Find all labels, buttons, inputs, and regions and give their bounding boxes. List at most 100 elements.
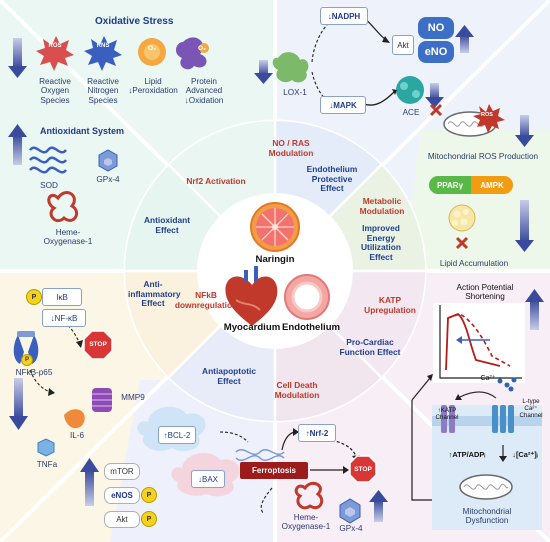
no-box: NO: [418, 17, 454, 39]
oxidative-stress-title: Oxidative Stress: [95, 16, 174, 27]
ros-label: Reactive Oxygen Species: [39, 77, 71, 105]
mito-dysfunction-label: Mitochondrial Dysfunction: [462, 507, 512, 526]
stop-sign-icon-apop: [349, 455, 377, 483]
bax-box: ↓BAX: [191, 470, 225, 488]
stop-text-apop: STOP: [354, 466, 372, 473]
tnfa-label: TNFa: [36, 460, 58, 469]
up-arrow-no: [455, 25, 474, 53]
katp-label: KATP Upregulation: [364, 295, 416, 315]
o2-badge-2: O₂: [198, 45, 206, 52]
ion-channel-area: [432, 405, 542, 530]
il6-label: IL-6: [69, 431, 85, 440]
enos-box: eNOS: [104, 487, 140, 504]
up-arrow-enos: [80, 458, 99, 506]
mtor-box: mTOR: [104, 463, 140, 480]
ikb-box: IκB: [42, 288, 82, 306]
down-arrow-oxidative: [8, 38, 27, 78]
antiapoptotic-label: Antiapoptotic Effect: [202, 366, 256, 386]
endothelium-protective-label: Endothelium Protective Effect: [306, 164, 358, 194]
heme-oxygenase-icon: [47, 191, 78, 223]
phospho-p-icon-akt: P: [141, 511, 157, 527]
ppar-box: PPARγ: [429, 176, 471, 194]
pro-cardiac-label: Pro-Cardiac Function Effect: [339, 337, 401, 357]
gpx4-label: GPx-4: [96, 175, 120, 184]
stop-text-inflam: STOP: [89, 341, 107, 348]
tnfa-icon: [37, 438, 55, 457]
rns-icon: [84, 36, 122, 71]
down-arrow-lipid: [515, 200, 534, 252]
antioxidant-effect-label: Antioxidant Effect: [143, 215, 191, 235]
sod-label: SOD: [40, 181, 58, 190]
no-ras-label: NO / RAS Modulation: [268, 138, 314, 158]
ampk-box: AMPK: [471, 176, 513, 194]
down-arrow-tnf: [9, 378, 28, 430]
stop-sign-icon-inflam: [83, 330, 113, 360]
ace-label: ACE: [402, 108, 420, 117]
ltype-channel-label: L-type Ca²⁺ Channel: [519, 398, 543, 420]
improved-energy-label: Improved Energy Utilization Effect: [360, 223, 401, 262]
action-potential-chart: [433, 303, 525, 383]
down-arrow-antioxidant-left: [8, 124, 27, 165]
down-arrow-lox: [254, 60, 273, 84]
ros-icon: [36, 36, 74, 71]
eno-box: eNO: [418, 41, 454, 63]
rns-badge: RNS: [96, 43, 110, 49]
ros-badge: ROS: [48, 43, 62, 49]
dashed-arrow-nadph: [311, 17, 337, 63]
atp-adp-label: ↑ATP/ADPᵢ: [448, 450, 486, 459]
gpx4-icon: [98, 149, 118, 172]
heme-oxygenase-icon-2: [294, 481, 324, 510]
mito-ros-badge: ROS: [481, 112, 493, 118]
myocardium-heart-icon: [225, 266, 278, 326]
cross-icon-ros: [429, 103, 443, 117]
arrow-ace: [363, 91, 395, 106]
lipid-accumulation-label: Lipid Accumulation: [439, 259, 509, 268]
protein-icon: [175, 37, 209, 70]
down-arrow-ace: [425, 83, 444, 108]
o2-badge: O₂: [148, 45, 156, 52]
gpx4-icon-2: [339, 498, 361, 524]
mito-ros-label: Mitochondrial ROS Production: [427, 152, 539, 161]
phospho-p-icon-2: P: [21, 354, 33, 366]
up-arrow-cardiac: [525, 289, 544, 330]
dna-icon: [235, 449, 285, 461]
lipid-droplet-icon: [448, 204, 476, 232]
metabolic-modulation-label: Metabolic Modulation: [359, 196, 405, 216]
rns-label: Reactive Nitrogen Species: [87, 77, 119, 105]
akt-box: Akt: [392, 35, 414, 55]
calcium-label: Ca²⁺: [480, 375, 496, 382]
nfkb-down-label: NFkB downregulation: [174, 290, 238, 310]
lox1-label: LOX-1: [283, 88, 307, 97]
akt-box-apop: Akt: [104, 511, 140, 528]
sod-icon: [29, 146, 67, 174]
antioxidant-title: Antioxidant System: [40, 126, 125, 136]
down-arrow-mito-ros: [515, 115, 534, 147]
nfkb-box: ↓NF-κB: [42, 309, 86, 327]
anti-inflammatory-label: Anti- inflammatory Effect: [128, 279, 181, 309]
nadph-box: ↓NADPH: [320, 7, 368, 25]
katp-channel-label: ↑KATP Channel: [435, 407, 459, 422]
nrf2-activation-label: Nrf2 Activation: [186, 176, 246, 186]
ace-icon: [396, 76, 424, 104]
myocardium-label: Myocardium: [223, 322, 281, 333]
phospho-p-icon: P: [26, 289, 42, 305]
mitochondria-icon-2: [459, 474, 513, 500]
endothelium-label: Endothelium: [282, 322, 341, 333]
endothelium-vessel-icon: [284, 274, 330, 320]
metabolic-region: [405, 130, 550, 271]
nfkb-p65-label: NFkB-p65: [15, 368, 53, 377]
naringin-label: Naringin: [255, 254, 295, 265]
ros-burst-icon: [473, 104, 505, 133]
bcl2-box: ↑BCL-2: [158, 426, 196, 444]
nrf2-box: ↑Nrf-2: [298, 424, 336, 442]
lipid-icon: [138, 38, 166, 66]
cell-death-label: Cell Death Modulation: [274, 380, 320, 400]
lox1-icon: [272, 52, 309, 83]
protein-label: Protein Advanced ↓Oxidation: [184, 77, 224, 105]
il6-icon: [64, 409, 85, 429]
mmp9-icon: [92, 388, 112, 412]
cross-icon-lipid: [455, 236, 469, 250]
heme-label-apop: Heme- Oxygenase-1: [281, 513, 331, 532]
lipid-label: Lipid ↓Peroxidation: [128, 77, 178, 96]
